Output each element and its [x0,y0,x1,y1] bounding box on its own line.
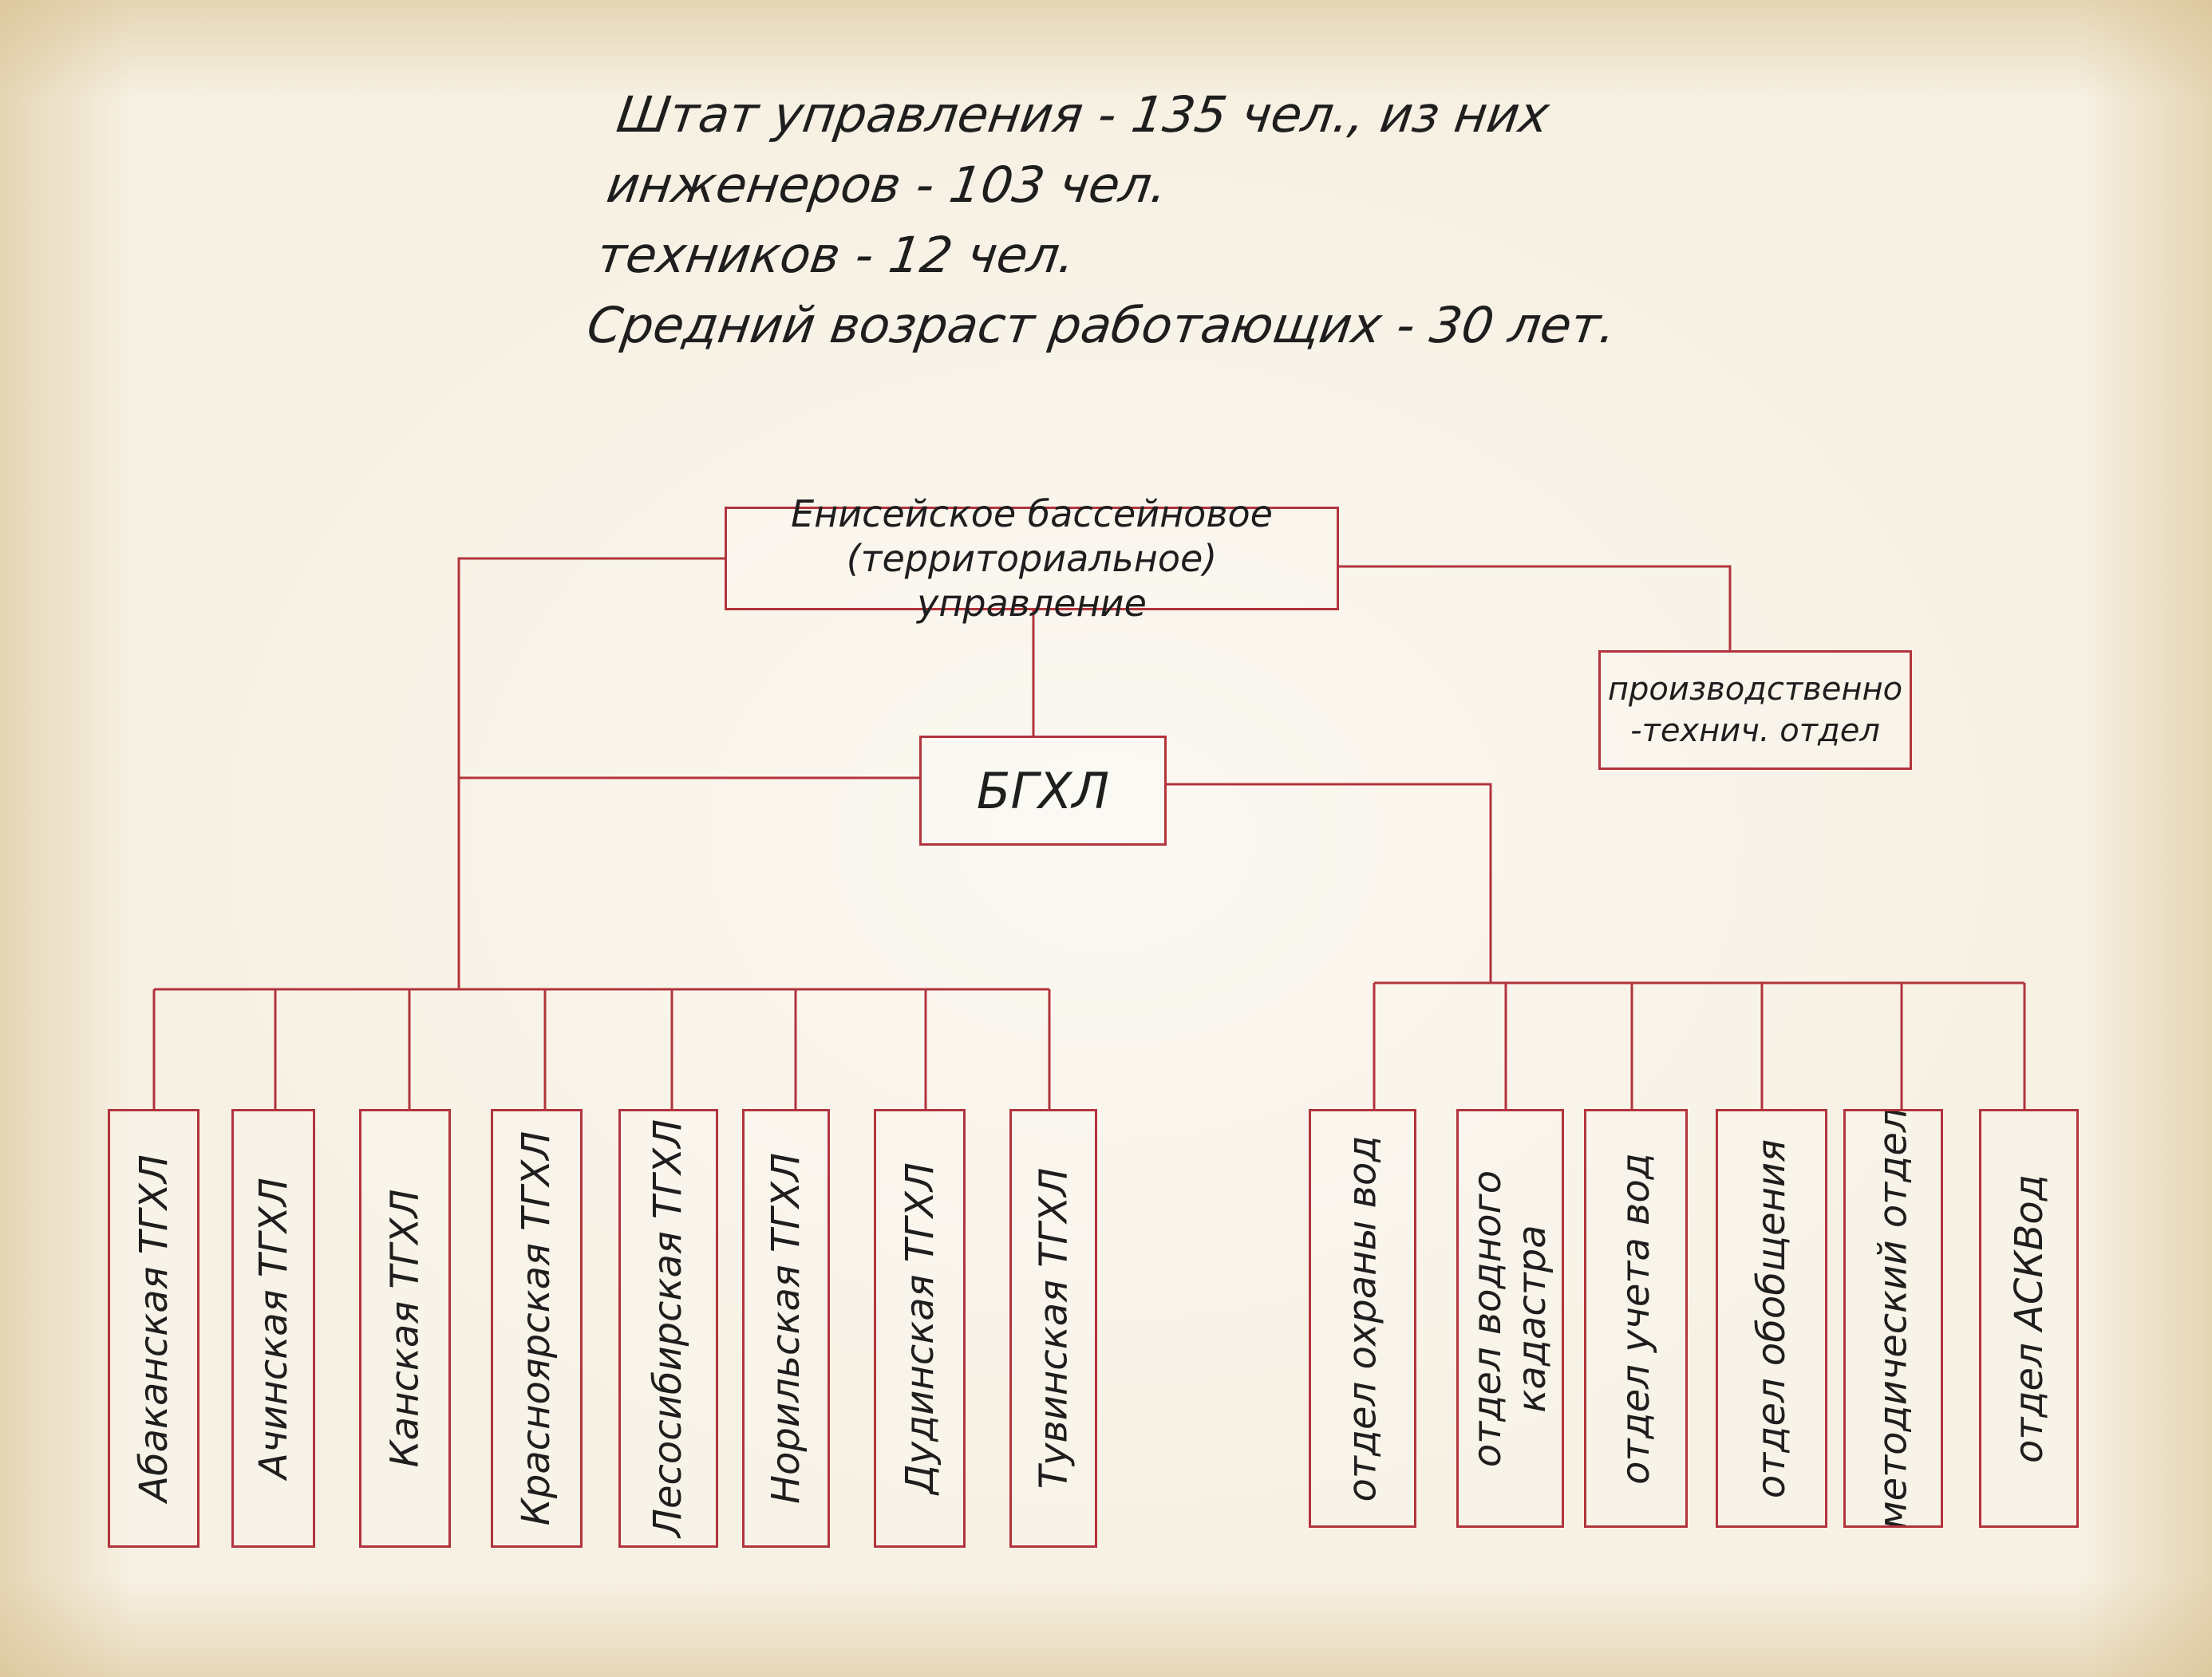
lab-dudinka-label: Дудинская ТГХЛ [897,1162,942,1494]
dept-askvod-label: отдел АСКВод [2006,1174,2052,1463]
pto-node-line2: -технич. отдел [1630,712,1880,749]
dept-water-accounting: отдел учета вод [1584,1109,1688,1528]
connector-root-pto [1339,565,1732,650]
lab-abakan-label: Абаканская ТГХЛ [131,1154,176,1502]
dept-generalization: отдел обобщения [1716,1109,1827,1528]
connector-root-left [457,557,725,989]
pto-node-line1: производственно [1607,671,1903,708]
dept-methodical-label: методический отдел [1870,1109,1916,1528]
lab-achinsk: Ачинская ТГХЛ [231,1109,315,1548]
lab-krasnoyarsk: Красноярская ТГХЛ [491,1109,583,1548]
root-node: Енисейское бассейновое (территориальное)… [725,492,1339,625]
dept-methodical: методический отдел [1843,1109,1943,1528]
lab-krasnoyarsk-label: Красноярская ТГХЛ [514,1130,559,1526]
pto-node: производственно -технич. отдел [1598,650,1912,770]
dept-water-accounting-label: отдел учета вод [1614,1152,1659,1485]
root-node-line2: (территориальное) управление [846,537,1218,625]
dept-water-protection: отдел охраны вод [1309,1109,1416,1528]
lab-kansk: Канская ТГХЛ [359,1109,451,1548]
dept-water-protection-label: отдел охраны вод [1340,1134,1385,1502]
lab-tuva: Тувинская ТГХЛ [1009,1109,1097,1548]
lab-achinsk-label: Ачинская ТГХЛ [251,1178,296,1479]
connector-bghl-right [1167,783,1492,983]
dept-water-cadastre-label: отдел водного кадастра [1465,1170,1555,1467]
lab-abakan: Абаканская ТГХЛ [108,1109,199,1548]
lab-norilsk-label: Норильская ТГХЛ [764,1152,808,1505]
lab-lesosibirsk: Лесосибирская ТГХЛ [618,1109,718,1548]
bghl-node-label: БГХЛ [976,761,1110,820]
lab-lesosibirsk-label: Лесосибирская ТГХЛ [646,1119,691,1538]
lab-kansk-label: Канская ТГХЛ [382,1189,428,1468]
dept-water-cadastre: отдел водного кадастра [1456,1109,1564,1528]
root-node-line1: Енисейское бассейновое [791,492,1273,535]
lab-dudinka: Дудинская ТГХЛ [874,1109,966,1548]
bghl-node: БГХЛ [919,736,1167,846]
lab-tuva-label: Тувинская ТГХЛ [1031,1167,1076,1490]
lab-norilsk: Норильская ТГХЛ [742,1109,830,1548]
dept-askvod: отдел АСКВод [1979,1109,2079,1528]
dept-generalization-label: отдел обобщения [1749,1138,1794,1498]
